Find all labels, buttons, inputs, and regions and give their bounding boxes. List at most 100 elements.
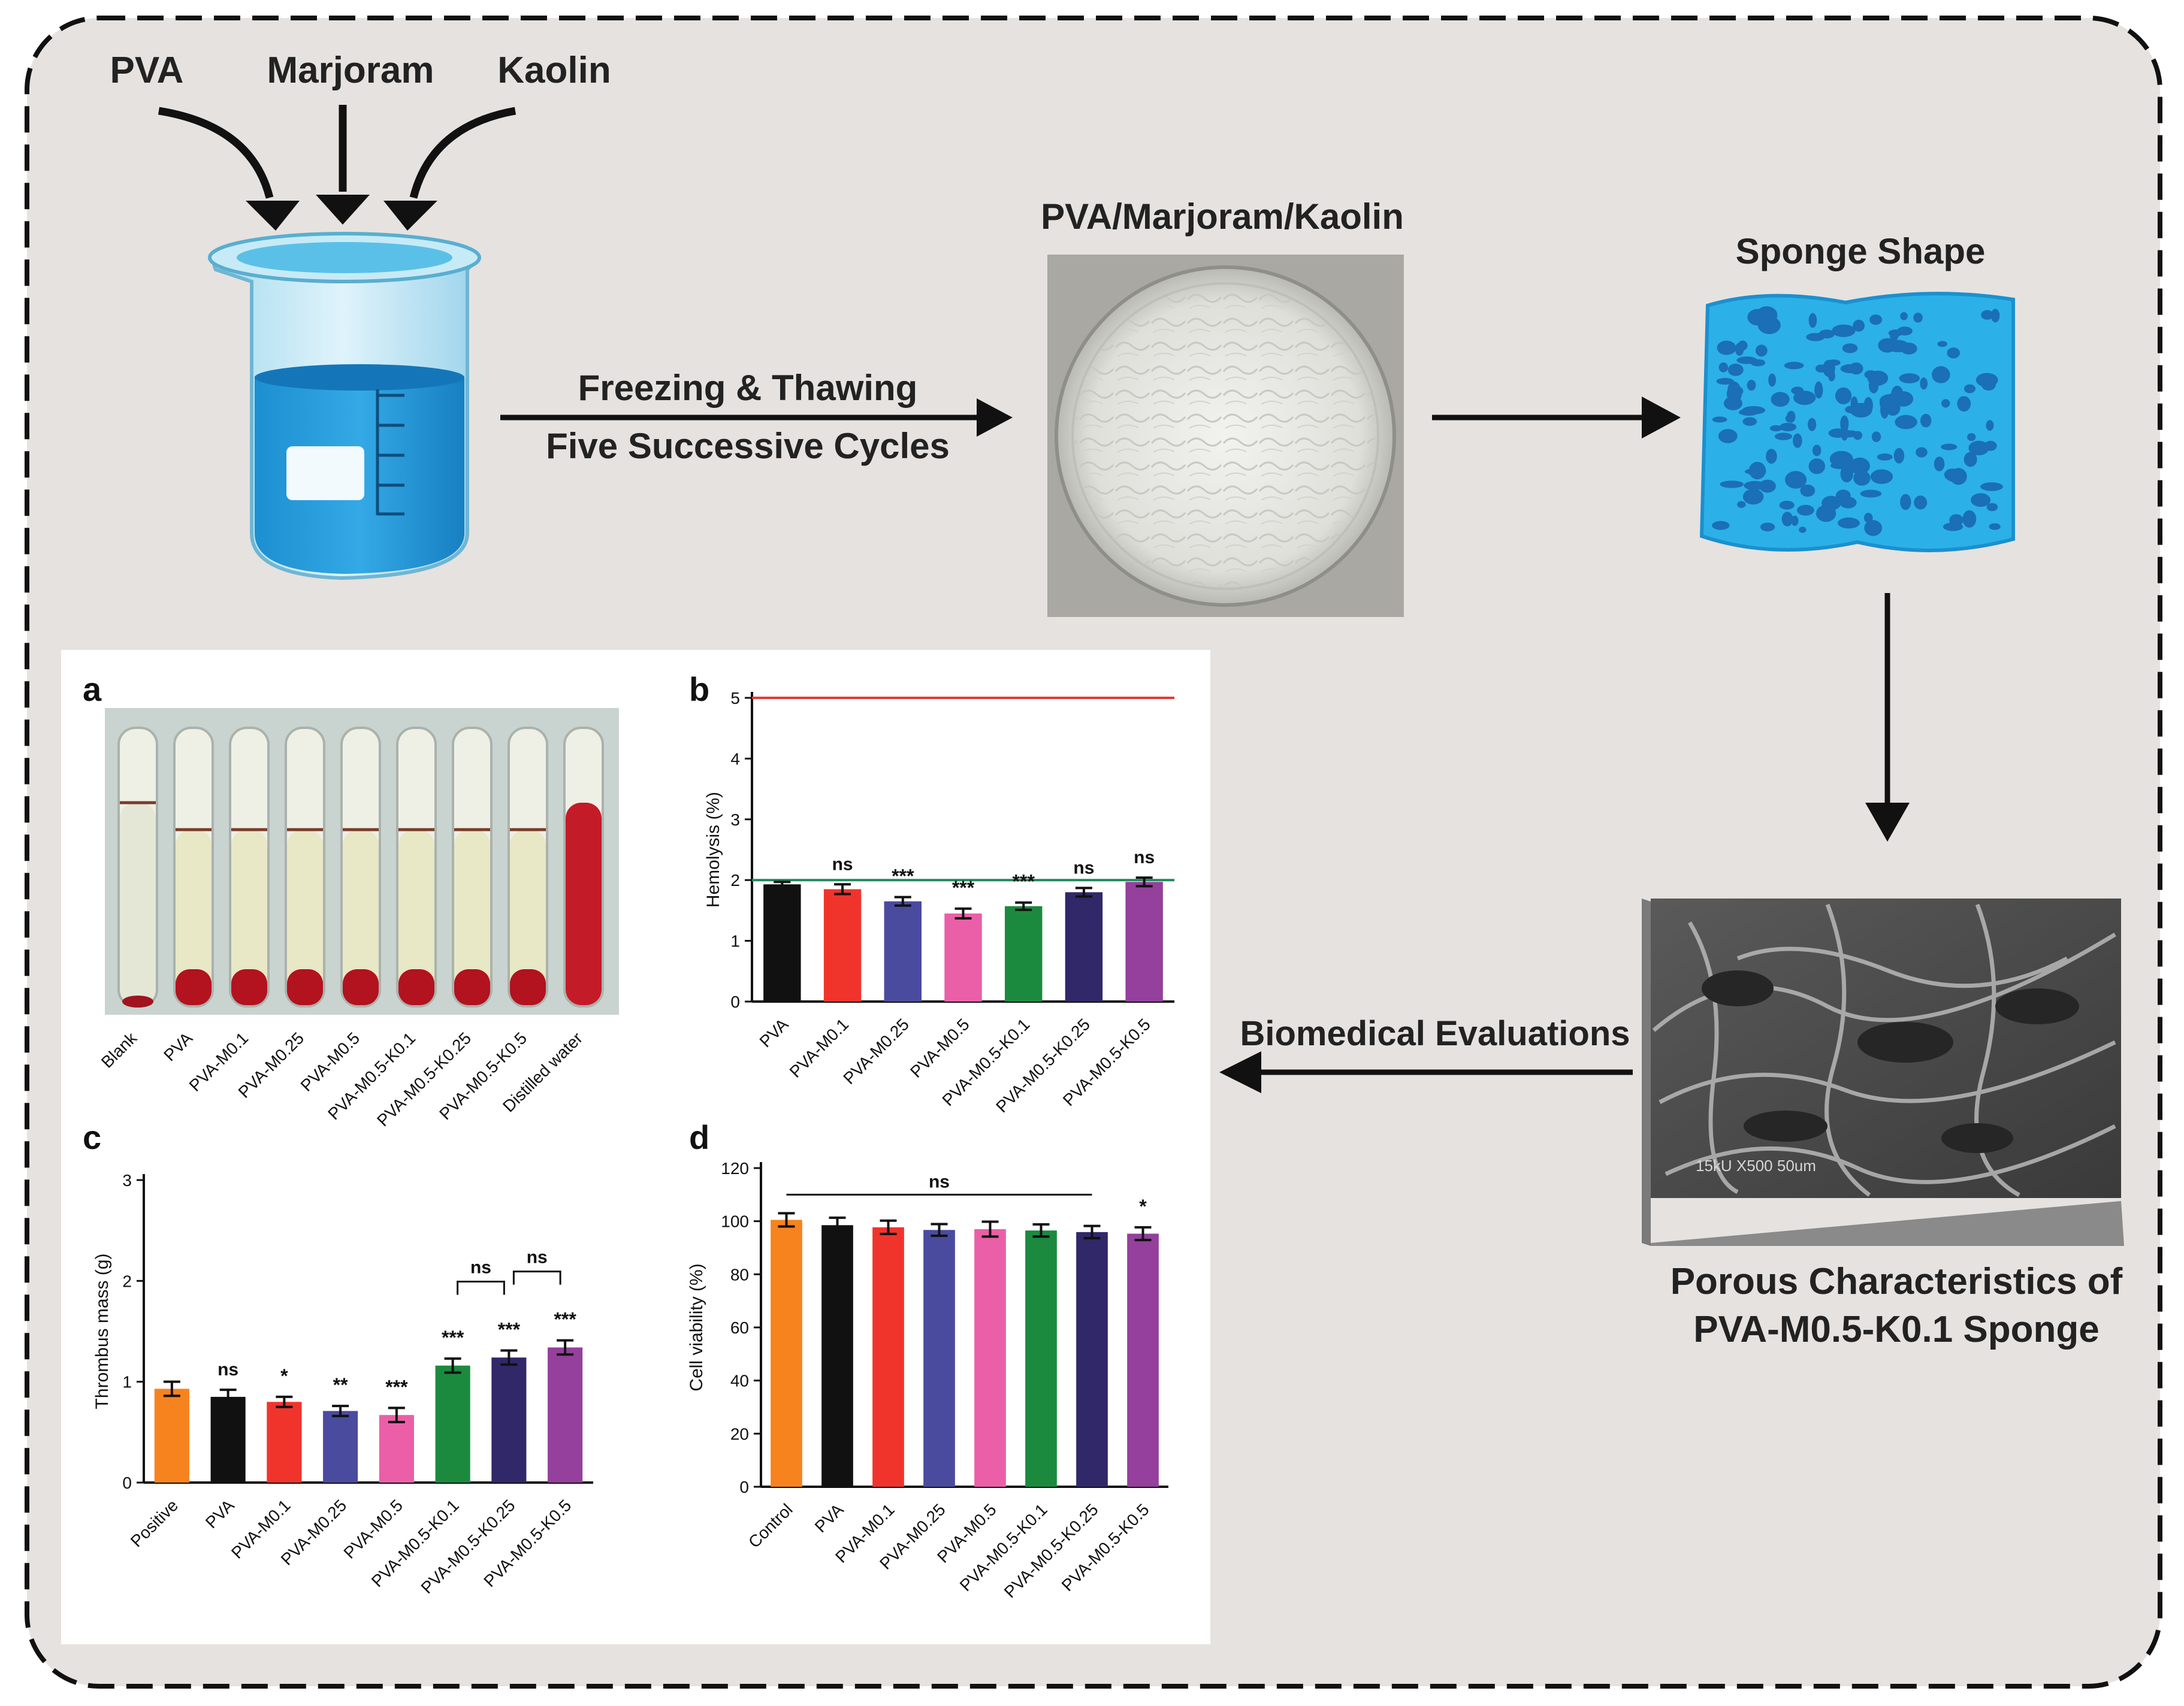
tube-0	[117, 727, 158, 1008]
sponge-pore	[1737, 501, 1746, 508]
sponge-pore	[1839, 497, 1854, 504]
significance-label: ***	[1013, 871, 1035, 893]
sponge-pore	[1774, 432, 1793, 440]
y-axis-label: Thrombus mass (g)	[92, 1253, 112, 1409]
sponge-pore	[1793, 433, 1802, 448]
bar	[872, 1227, 904, 1487]
sponge-pore	[1986, 503, 1998, 512]
sponge-pore	[1785, 415, 1794, 423]
bar	[1125, 882, 1163, 1002]
y-tick-label: 60	[730, 1318, 749, 1337]
sponge-pore	[1887, 396, 1909, 404]
significance-label: *	[280, 1365, 288, 1387]
freeze-thaw-label: Freezing & Thawing	[578, 368, 918, 408]
sponge-pore	[1840, 465, 1853, 483]
bar	[435, 1365, 470, 1483]
bar	[944, 913, 982, 1002]
sponge-pore	[1747, 308, 1768, 326]
bracket-label: ns	[470, 1257, 491, 1277]
significance-label: ***	[952, 877, 975, 899]
cycles-label: Five Successive Cycles	[546, 426, 950, 466]
sponge-pore	[1967, 433, 1976, 441]
sponge-pore	[1853, 470, 1871, 486]
bar	[267, 1402, 302, 1483]
significance-label: ***	[385, 1376, 408, 1398]
sponge-pore	[1760, 522, 1775, 532]
sponge-pore	[1957, 396, 1971, 412]
sponge-pore	[1946, 469, 1965, 482]
ingredient-labels: PVA Marjoram Kaolin	[110, 50, 611, 91]
sponge-icon: Sponge Shape	[1699, 231, 2015, 552]
sponge-title: Sponge Shape	[1736, 231, 1986, 271]
sponge-pore	[1780, 422, 1797, 432]
sponge-pore	[1842, 343, 1858, 353]
tube-fill-red	[566, 803, 602, 1005]
tube-2	[229, 727, 270, 1008]
y-tick-label: 20	[730, 1424, 749, 1443]
sem-caption: 15kU X500 50um	[1696, 1157, 1816, 1175]
y-tick-label: 2	[122, 1272, 132, 1290]
sponge-pore	[1895, 415, 1917, 429]
tube-3	[285, 727, 325, 1008]
sponge-pore	[1845, 406, 1859, 414]
bar	[379, 1415, 414, 1483]
arrow-kaolin	[409, 107, 516, 199]
sponge-pore	[1727, 381, 1741, 400]
sponge-pore	[1870, 469, 1893, 484]
sponge-pore	[1771, 392, 1790, 407]
sponge-pore	[1727, 364, 1744, 376]
sponge-pore	[1849, 457, 1870, 475]
significance-label: ***	[892, 866, 914, 887]
bar	[1076, 1232, 1108, 1487]
bar	[763, 884, 801, 1002]
sponge-pore	[1920, 377, 1928, 390]
beaker-icon	[208, 232, 481, 580]
sponge-pore	[1736, 356, 1757, 364]
sponge-pore	[1806, 332, 1825, 341]
y-axis-label: Hemolysis (%)	[703, 792, 723, 908]
sponge-pore	[1947, 347, 1960, 359]
sponge-pore	[1823, 359, 1835, 377]
panel-letter: c	[83, 1118, 101, 1156]
sponge-pore	[1712, 416, 1727, 423]
sponge-pore	[1975, 373, 1998, 387]
bar	[1004, 906, 1043, 1002]
comparison-bracket	[512, 1271, 561, 1285]
significance-label: ***	[442, 1327, 464, 1348]
sponge-pore	[1860, 489, 1882, 498]
sponge-pore	[1899, 373, 1920, 383]
sponge-pore	[1735, 343, 1744, 356]
sponge-pore	[1815, 364, 1827, 373]
y-axis-label: Cell viability (%)	[687, 1263, 706, 1391]
sponge-pore	[1980, 482, 2003, 491]
ingredient-marjoram: Marjoram	[267, 50, 434, 91]
sponge-pore	[1934, 456, 1945, 471]
sponge-pore	[1793, 391, 1816, 405]
sponge-pore	[1814, 381, 1823, 399]
sponge-pore	[1877, 453, 1893, 461]
bar	[323, 1411, 358, 1483]
sponge-pore	[1784, 361, 1804, 370]
sponge-pore	[1913, 313, 1923, 323]
tube-7	[508, 727, 548, 1008]
arrow-down	[1865, 593, 1910, 842]
y-tick-label: 100	[721, 1212, 749, 1231]
sponge-pore	[1835, 387, 1852, 404]
sponge-pore	[1769, 425, 1783, 432]
tube-8	[563, 727, 604, 1008]
sponge-pore	[1893, 447, 1905, 464]
sponge-pore	[1900, 312, 1908, 320]
tube-4	[340, 727, 381, 1008]
sponge-pore	[1717, 340, 1736, 355]
sponge-pore	[1838, 517, 1860, 529]
y-tick-label: 0	[739, 1478, 749, 1496]
sponge-pore	[1755, 344, 1768, 357]
y-tick-label: 1	[122, 1373, 132, 1392]
bar	[821, 1225, 853, 1487]
bar	[974, 1229, 1006, 1487]
sponge-pore	[1981, 310, 1993, 320]
sponge-pore	[1986, 420, 1994, 431]
sponge-pore	[1932, 366, 1950, 383]
sponge-pore	[1718, 429, 1738, 443]
sponge-pore	[1738, 409, 1759, 416]
